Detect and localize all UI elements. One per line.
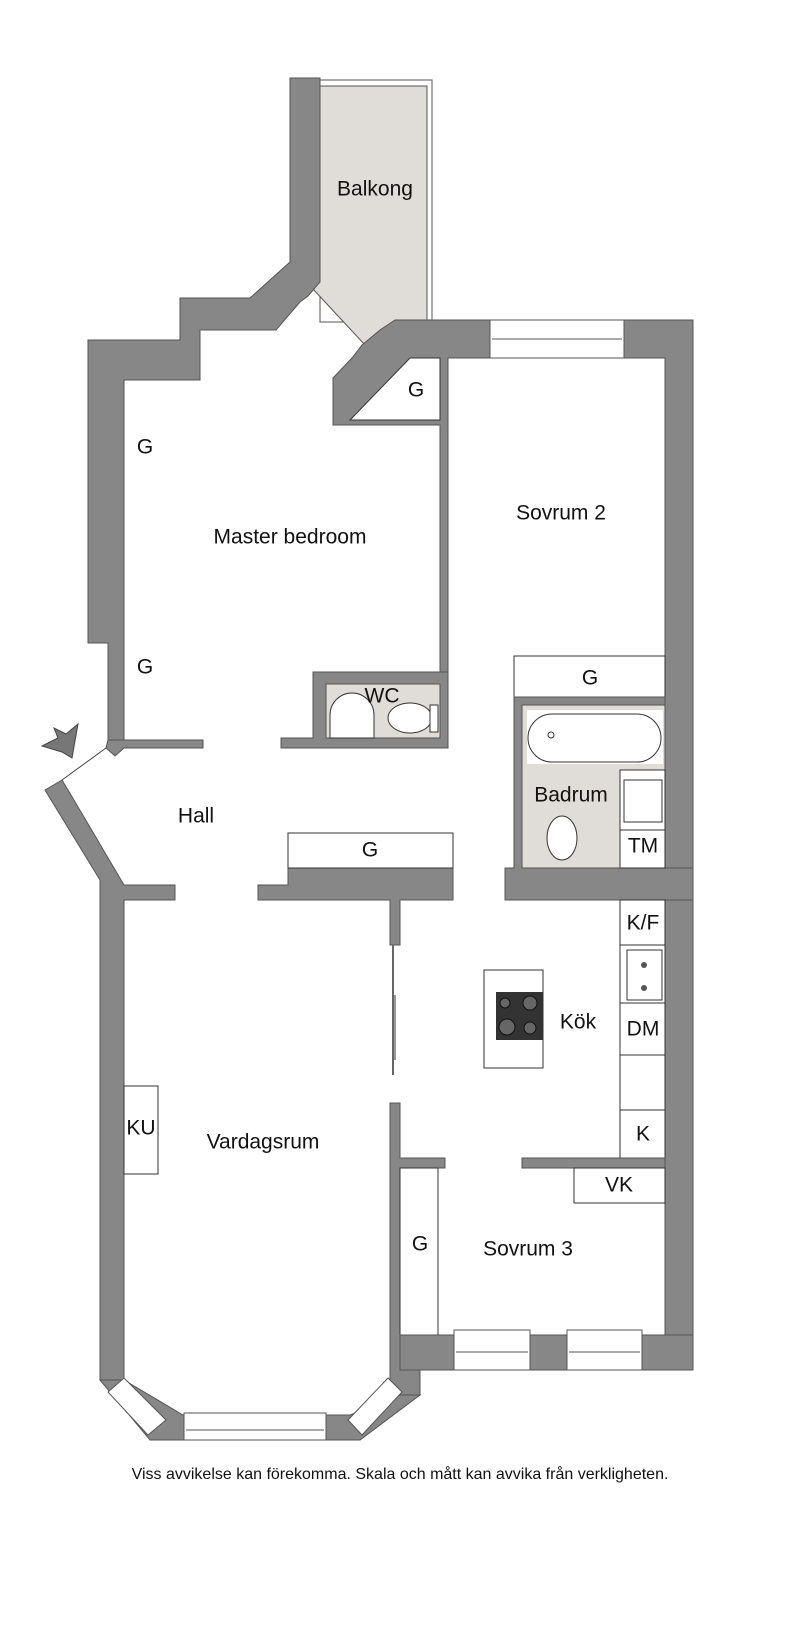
bedroom2-closet <box>513 655 666 698</box>
tiled-stove <box>123 1085 159 1175</box>
wc-sink <box>329 692 375 739</box>
label-closet: G <box>137 656 153 679</box>
bedroom3-closet <box>399 1167 439 1336</box>
label-living-room: Vardagsrum <box>207 1131 320 1154</box>
label-hall: Hall <box>178 805 214 828</box>
label-closet: G <box>412 1233 428 1256</box>
label-kitchen: Kök <box>560 1011 597 1034</box>
hall-closet <box>287 832 454 869</box>
wall-bathroom <box>504 696 694 901</box>
toilet <box>546 815 578 861</box>
label-washing-machine: TM <box>628 835 658 858</box>
entrance-arrow-icon <box>40 722 79 759</box>
label-bathroom: Badrum <box>534 784 608 807</box>
disclaimer-text: Viss avvikelse kan förekomma. Skala och … <box>131 1466 669 1483</box>
bathtub <box>527 713 662 763</box>
closet-corner <box>348 357 441 421</box>
window <box>183 1412 327 1441</box>
label-fridge: K <box>636 1123 650 1146</box>
sink <box>623 779 663 823</box>
label-closet: G <box>408 379 424 402</box>
balcony <box>311 79 433 346</box>
label-bedroom-2: Sovrum 2 <box>516 502 606 525</box>
label-bedroom-3: Sovrum 3 <box>483 1238 573 1261</box>
label-closet: G <box>582 667 598 690</box>
label-closet: G <box>362 839 378 862</box>
room-labels: Balkong G Sovrum 2 Master bedroom G G WC… <box>126 178 659 1261</box>
label-master-bedroom: Master bedroom <box>214 526 367 549</box>
label-dishwasher: DM <box>627 1018 660 1041</box>
window <box>107 1377 167 1436</box>
label-water-heater: VK <box>605 1174 633 1197</box>
water-heater <box>573 1167 666 1204</box>
window <box>566 1329 643 1371</box>
kitchen-sink <box>626 949 663 1001</box>
window <box>347 1377 403 1436</box>
wall-entrance <box>105 739 204 757</box>
window <box>453 1329 531 1371</box>
label-fridge-freezer: K/F <box>627 912 660 935</box>
walls <box>40 77 694 1441</box>
wall-northwest <box>87 77 321 741</box>
label-balcony: Balkong <box>337 178 413 201</box>
label-tiled-stove: KU <box>126 1117 155 1140</box>
wall-southwest <box>44 779 176 1381</box>
label-wc: WC <box>365 685 400 708</box>
label-closet: G <box>137 436 153 459</box>
wall-hall-south <box>257 867 454 946</box>
